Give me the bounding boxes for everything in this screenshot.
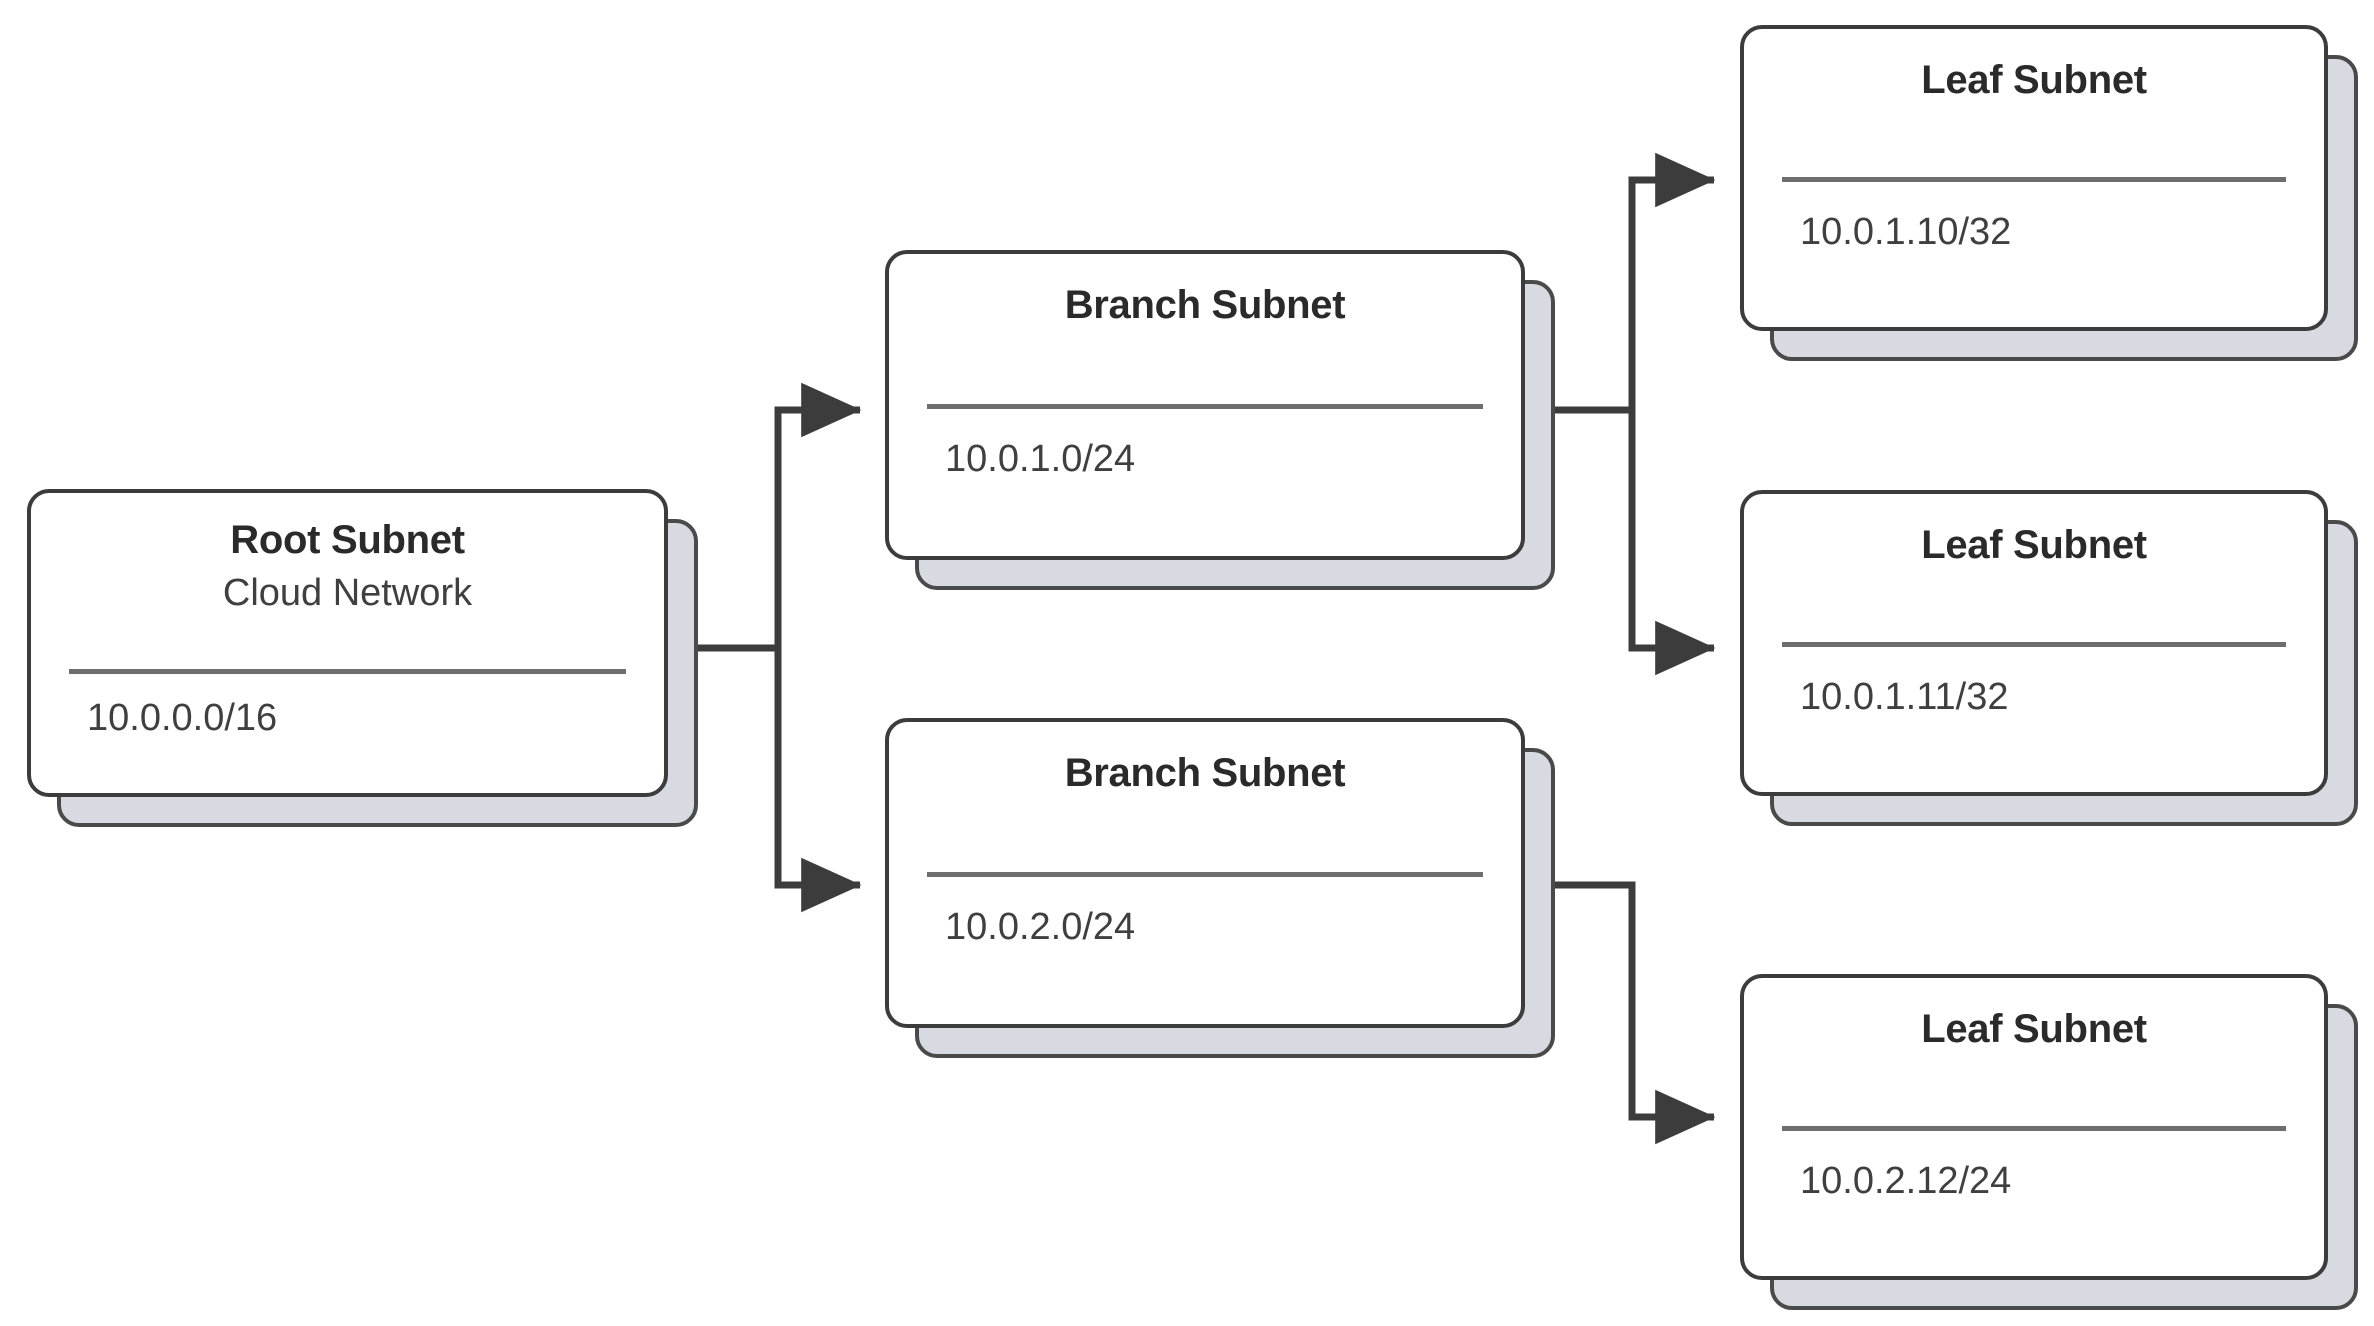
node-cidr: 10.0.1.11/32 (1800, 675, 2009, 718)
card-face[interactable]: Branch Subnet 10.0.1.0/24 (885, 250, 1525, 560)
node-leaf-subnet-2[interactable]: Leaf Subnet 10.0.1.11/32 (1740, 490, 2358, 826)
card-spacer (889, 798, 1521, 872)
card-face[interactable]: Root Subnet Cloud Network 10.0.0.0/16 (27, 489, 668, 797)
node-title: Branch Subnet (1064, 751, 1346, 795)
node-root-subnet[interactable]: Root Subnet Cloud Network 10.0.0.0/16 (27, 489, 698, 827)
card-spacer (31, 618, 664, 669)
node-leaf-subnet-1[interactable]: Leaf Subnet 10.0.1.10/32 (1740, 25, 2358, 361)
node-title: Branch Subnet (1064, 283, 1346, 327)
card-spacer-bottom (889, 482, 1521, 556)
node-cidr: 10.0.2.12/24 (1800, 1159, 2012, 1202)
node-title: Leaf Subnet (1921, 523, 2147, 567)
card-face[interactable]: Leaf Subnet 10.0.1.10/32 (1740, 25, 2328, 331)
card-face[interactable]: Leaf Subnet 10.0.2.12/24 (1740, 974, 2328, 1280)
card-footer: 10.0.1.0/24 (889, 409, 1521, 483)
node-cidr: 10.0.0.0/16 (87, 697, 278, 740)
card-face[interactable]: Branch Subnet 10.0.2.0/24 (885, 718, 1525, 1028)
card-spacer-bottom (1744, 1204, 2324, 1276)
node-leaf-subnet-3[interactable]: Leaf Subnet 10.0.2.12/24 (1740, 974, 2358, 1310)
card-divider (69, 669, 626, 675)
card-header: Branch Subnet (889, 722, 1521, 798)
card-spacer (1744, 105, 2324, 177)
card-footer: 10.0.1.10/32 (1744, 182, 2324, 256)
card-divider (1782, 1125, 2286, 1131)
card-header: Leaf Subnet (1744, 494, 2324, 570)
node-cidr: 10.0.2.0/24 (945, 905, 1136, 948)
card-header: Leaf Subnet (1744, 29, 2324, 105)
card-divider (927, 403, 1483, 409)
card-face[interactable]: Leaf Subnet 10.0.1.11/32 (1740, 490, 2328, 796)
card-footer: 10.0.1.11/32 (1744, 647, 2324, 721)
card-divider (927, 871, 1483, 877)
card-spacer (1744, 1054, 2324, 1126)
card-spacer (889, 330, 1521, 404)
card-footer: 10.0.2.12/24 (1744, 1131, 2324, 1205)
card-spacer (1744, 570, 2324, 642)
card-footer: 10.0.2.0/24 (889, 877, 1521, 951)
node-title: Leaf Subnet (1921, 1007, 2147, 1051)
node-cidr: 10.0.1.10/32 (1800, 210, 2012, 253)
node-cidr: 10.0.1.0/24 (945, 437, 1136, 480)
card-spacer-bottom (31, 742, 664, 793)
card-divider (1782, 641, 2286, 647)
node-subtitle: Cloud Network (222, 572, 473, 614)
card-spacer-bottom (1744, 720, 2324, 792)
node-branch-subnet-1[interactable]: Branch Subnet 10.0.1.0/24 (885, 250, 1555, 590)
card-header: Leaf Subnet (1744, 978, 2324, 1054)
card-header: Root Subnet Cloud Network (31, 493, 664, 618)
node-title: Root Subnet (230, 518, 465, 562)
node-title: Leaf Subnet (1921, 58, 2147, 102)
card-spacer-bottom (1744, 255, 2324, 327)
card-spacer-bottom (889, 950, 1521, 1024)
card-header: Branch Subnet (889, 254, 1521, 330)
card-divider (1782, 176, 2286, 182)
card-footer: 10.0.0.0/16 (31, 674, 664, 742)
node-branch-subnet-2[interactable]: Branch Subnet 10.0.2.0/24 (885, 718, 1555, 1058)
